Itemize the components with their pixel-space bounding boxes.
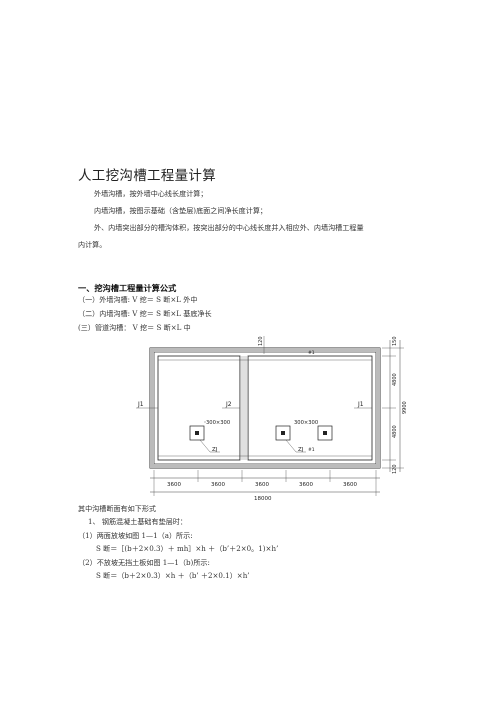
zj-label-2: ZJ	[298, 447, 304, 453]
bottom-dim-1: 3600	[167, 482, 181, 488]
right-dim-1: 150	[392, 336, 398, 346]
right-dim-3: 4800	[392, 425, 398, 438]
after-line-4: （2）不放坡无挡土板如图 1—1（b)所示:	[78, 558, 210, 567]
page-title: 人工挖沟槽工程量计算	[78, 168, 216, 184]
section-heading: 一、挖沟槽工程量计算公式	[78, 283, 177, 293]
pillar-box-2	[275, 425, 291, 441]
pillar-label-2: 300×300	[294, 420, 318, 426]
mark-bottom: #1	[308, 447, 315, 453]
dim-top-small: 120	[258, 336, 264, 346]
intro-line-1: 外墙沟槽，按外墙中心线长度计算；	[94, 189, 208, 198]
intro-line-2: 内墙沟槽，按图示基础（含垫层)底面之间净长度计算；	[94, 206, 268, 215]
axis-label-j1-left: J1	[137, 401, 144, 408]
formula-1: S 断＝［(b＋2×0.3）＋ mh］×h ＋（b’＋2×0。1)×h’	[96, 544, 279, 553]
bottom-dim-4: 3600	[299, 482, 313, 488]
pillar-label-1: 300×300	[206, 420, 230, 426]
pillar-box-3	[317, 425, 333, 441]
right-dim-4: 120	[392, 464, 398, 474]
bottom-dim-2: 3600	[211, 482, 225, 488]
formula-item-2: （二）内墙沟槽: V 挖＝ S 断×L 基底净长	[78, 309, 212, 318]
right-dim-2: 4800	[392, 373, 398, 386]
formula-2: S 断＝（b＋2×0.3）×h ＋（b’ ＋2×0.1）×h’	[96, 571, 250, 580]
mark-top: #1	[308, 350, 315, 356]
bottom-dim-3: 3600	[255, 482, 269, 488]
formula-item-3: (三）管道沟槽： V 挖＝ S 断×L 中	[78, 323, 191, 332]
after-line-2: 1、 钢筋混凝土基础有垫层时：	[88, 517, 187, 526]
zj-label-1: ZJ	[212, 447, 218, 453]
bottom-dim-5: 3600	[343, 482, 357, 488]
formula-item-1: （一）外墙沟槽: V 挖＝ S 断×L 外中	[78, 295, 198, 304]
intro-line-4: 内计算。	[78, 240, 107, 249]
right-dim-total: 9900	[402, 401, 408, 414]
bottom-dim-total: 18000	[254, 496, 272, 502]
intro-line-3: 外、内墙突出部分的槽沟体积，按突出部分的中心线长度并入相应外、内墙沟槽工程量	[94, 223, 364, 232]
axis-label-j1-right: J1	[357, 401, 364, 408]
after-line-1: 其中沟槽断面有如下形式	[78, 504, 157, 513]
foundation-plan-drawing: J1 J2 J1 120 #1 #1 300×300 300×300 ZJ ZJ	[136, 336, 408, 502]
axis-label-j2: J2	[225, 401, 232, 408]
pillar-box-1	[189, 425, 205, 441]
after-line-3: （1）两面放坡如图 1—1（a）所示:	[78, 531, 193, 540]
